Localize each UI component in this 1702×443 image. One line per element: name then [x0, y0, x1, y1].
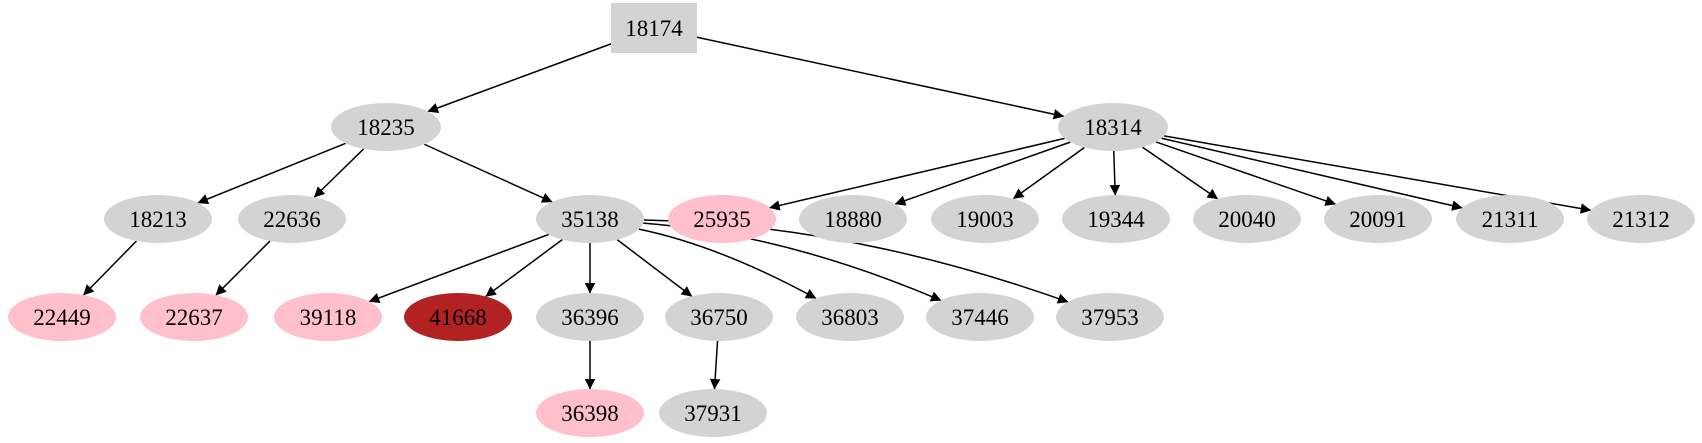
node-20091: 20091 [1324, 195, 1432, 243]
node-label: 18213 [129, 206, 187, 232]
node-37953: 37953 [1056, 293, 1164, 341]
edge-35138-39118 [368, 233, 549, 303]
node-18235: 18235 [331, 103, 441, 151]
node-18314: 18314 [1058, 103, 1168, 151]
node-label: 20040 [1218, 206, 1276, 232]
node-label: 21311 [1481, 206, 1539, 232]
edge-18235-35138 [423, 143, 553, 203]
node-label: 36803 [821, 304, 879, 330]
node-label: 41668 [429, 304, 487, 330]
edge-18314-20091 [1155, 141, 1336, 206]
node-label: 25935 [693, 206, 751, 232]
edge-18314-21311 [1161, 137, 1463, 211]
node-label: 22637 [165, 304, 223, 330]
edge-36750-37931 [709, 340, 721, 390]
node-label: 36396 [561, 304, 619, 330]
node-label: 22636 [263, 206, 321, 232]
edge-18314-25935 [769, 137, 1065, 211]
node-36396: 36396 [536, 293, 644, 341]
node-label: 22449 [33, 304, 91, 330]
node-label: 21312 [1612, 206, 1670, 232]
node-label: 18235 [357, 114, 415, 140]
edge-18314-19003 [1012, 146, 1085, 200]
node-18880: 18880 [799, 195, 907, 243]
node-21311: 21311 [1456, 195, 1564, 243]
node-label: 36398 [561, 400, 619, 426]
edge-35138-36750 [616, 239, 693, 297]
node-36750: 36750 [665, 293, 773, 341]
node-label: 18314 [1084, 114, 1142, 140]
edge-18213-22449 [83, 240, 137, 296]
node-41668: 41668 [404, 293, 512, 341]
node-label: 20091 [1349, 206, 1407, 232]
node-19003: 19003 [931, 195, 1039, 243]
node-37446: 37446 [926, 293, 1034, 341]
node-22449: 22449 [8, 293, 116, 341]
node-25935: 25935 [668, 195, 776, 243]
node-label: 19003 [956, 206, 1014, 232]
edge-35138-36803 [638, 228, 817, 300]
node-36398: 36398 [536, 389, 644, 437]
node-22637: 22637 [140, 293, 248, 341]
node-35138: 35138 [536, 195, 644, 243]
edge-18174-18235 [427, 43, 612, 113]
edge-18174-18314 [696, 36, 1065, 120]
node-label: 35138 [561, 206, 619, 232]
edge-18314-18880 [894, 141, 1071, 206]
node-label: 39118 [299, 304, 357, 330]
edge-22636-22637 [215, 240, 271, 296]
node-18174: 18174 [611, 3, 697, 53]
edge-18314-19344 [1109, 150, 1121, 196]
node-18213: 18213 [104, 195, 212, 243]
node-label: 37931 [684, 400, 742, 426]
edge-18235-22636 [313, 148, 365, 198]
node-label: 18880 [824, 206, 882, 232]
edge-18314-20040 [1142, 146, 1219, 200]
edge-18235-18213 [197, 142, 346, 205]
edge-35138-41668 [485, 238, 563, 298]
node-19344: 19344 [1062, 195, 1170, 243]
node-label: 36750 [690, 304, 748, 330]
node-22636: 22636 [238, 195, 346, 243]
node-37931: 37931 [659, 389, 767, 437]
node-20040: 20040 [1193, 195, 1301, 243]
node-label: 37446 [951, 304, 1009, 330]
node-39118: 39118 [274, 293, 382, 341]
node-21312: 21312 [1587, 195, 1695, 243]
node-36803: 36803 [796, 293, 904, 341]
node-label: 18174 [625, 15, 683, 41]
node-label: 19344 [1087, 206, 1145, 232]
node-label: 37953 [1081, 304, 1139, 330]
